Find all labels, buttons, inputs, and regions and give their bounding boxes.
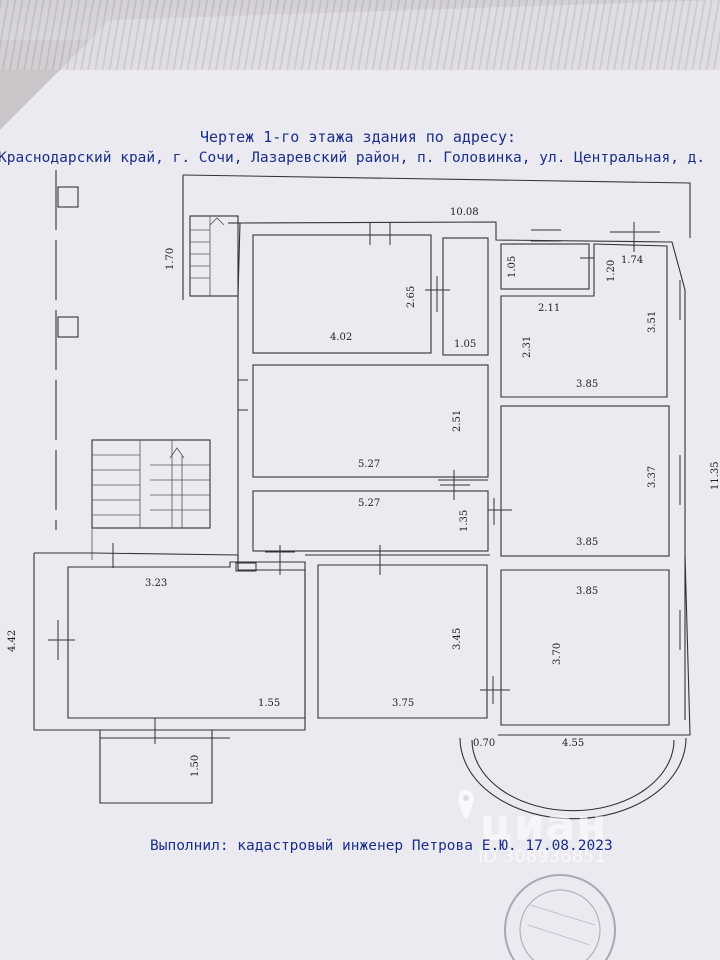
porch [99, 730, 213, 804]
dim-3-85-top: 3.85 [576, 379, 598, 390]
dim-1-35: 1.35 [459, 510, 470, 532]
drawing-address: Краснодарский край, г. Сочи, Лазаревский… [0, 150, 706, 166]
dim-3-23: 3.23 [145, 578, 167, 589]
dim-1-55: 1.55 [258, 698, 280, 709]
outer-wall-right-lower [498, 554, 691, 736]
dim-1-70: 1.70 [165, 248, 176, 270]
outer-wall-top-right [239, 221, 686, 720]
marker-box-2 [57, 316, 79, 338]
room-1-05 [442, 237, 489, 356]
upper-stair [189, 215, 239, 297]
room-3-85-bottom [500, 569, 670, 726]
dim-4-42: 4.42 [7, 630, 18, 652]
dim-1-20: 1.20 [606, 260, 617, 282]
watermark-logo-icon [458, 790, 474, 820]
dim-3-85-mid: 3.85 [576, 537, 598, 548]
dim-2-65: 2.65 [406, 286, 417, 308]
outer-wall-lower-left [33, 552, 306, 731]
dim-2-11: 2.11 [538, 303, 560, 314]
watermark-text: циан [480, 800, 608, 851]
upper-stair-steps [190, 216, 225, 296]
dim-3-75: 3.75 [392, 698, 414, 709]
dim-1-05-side: 1.05 [507, 256, 518, 278]
dim-2-31: 2.31 [522, 336, 533, 358]
room-3-85-mid [500, 405, 670, 557]
dim-4-55: 4.55 [562, 738, 584, 749]
room-3-85-top [500, 243, 668, 398]
dim-3-85-bottom: 3.85 [576, 586, 598, 597]
dim-2-51: 2.51 [452, 410, 463, 432]
dimension-labels: 10.08 1.70 4.02 2.65 1.05 1.05 1.20 1.74… [7, 207, 720, 777]
dim-5-27-upper: 5.27 [358, 459, 380, 470]
stamp [504, 874, 616, 960]
background-texture [0, 0, 720, 70]
dim-4-02: 4.02 [330, 332, 352, 343]
boundary-top [182, 174, 691, 238]
room-3-75 [317, 564, 488, 719]
openings [48, 222, 681, 744]
dim-5-27-lower: 5.27 [358, 498, 380, 509]
dim-11-35: 11.35 [710, 461, 720, 490]
room-3-23 [67, 561, 306, 719]
bay-window-inner [471, 739, 675, 812]
dim-3-37: 3.37 [647, 466, 658, 488]
bay-window-outer [459, 737, 687, 820]
marker-box-1 [57, 186, 79, 208]
dim-1-05-room: 1.05 [454, 339, 476, 350]
room-4-02 [252, 234, 432, 354]
dim-3-70: 3.70 [552, 643, 563, 665]
dim-3-51: 3.51 [647, 311, 658, 333]
room-5-27-upper [252, 364, 489, 478]
room-2-11 [500, 243, 590, 290]
dim-10-08: 10.08 [450, 207, 479, 218]
room-5-27-lower [252, 490, 489, 552]
dim-1-50: 1.50 [190, 755, 201, 777]
drawing-title: Чертеж 1-го этажа здания по адресу: [200, 128, 517, 146]
dim-3-45: 3.45 [452, 628, 463, 650]
watermark-id: ID 308936851 [478, 846, 606, 867]
lower-stair-steps [91, 440, 210, 560]
drawing-footer: Выполнил: кадастровый инженер Петрова Е.… [150, 838, 613, 854]
dim-1-74: 1.74 [621, 255, 643, 266]
dim-0-70: 0.70 [473, 738, 495, 749]
lower-stair [91, 439, 211, 529]
